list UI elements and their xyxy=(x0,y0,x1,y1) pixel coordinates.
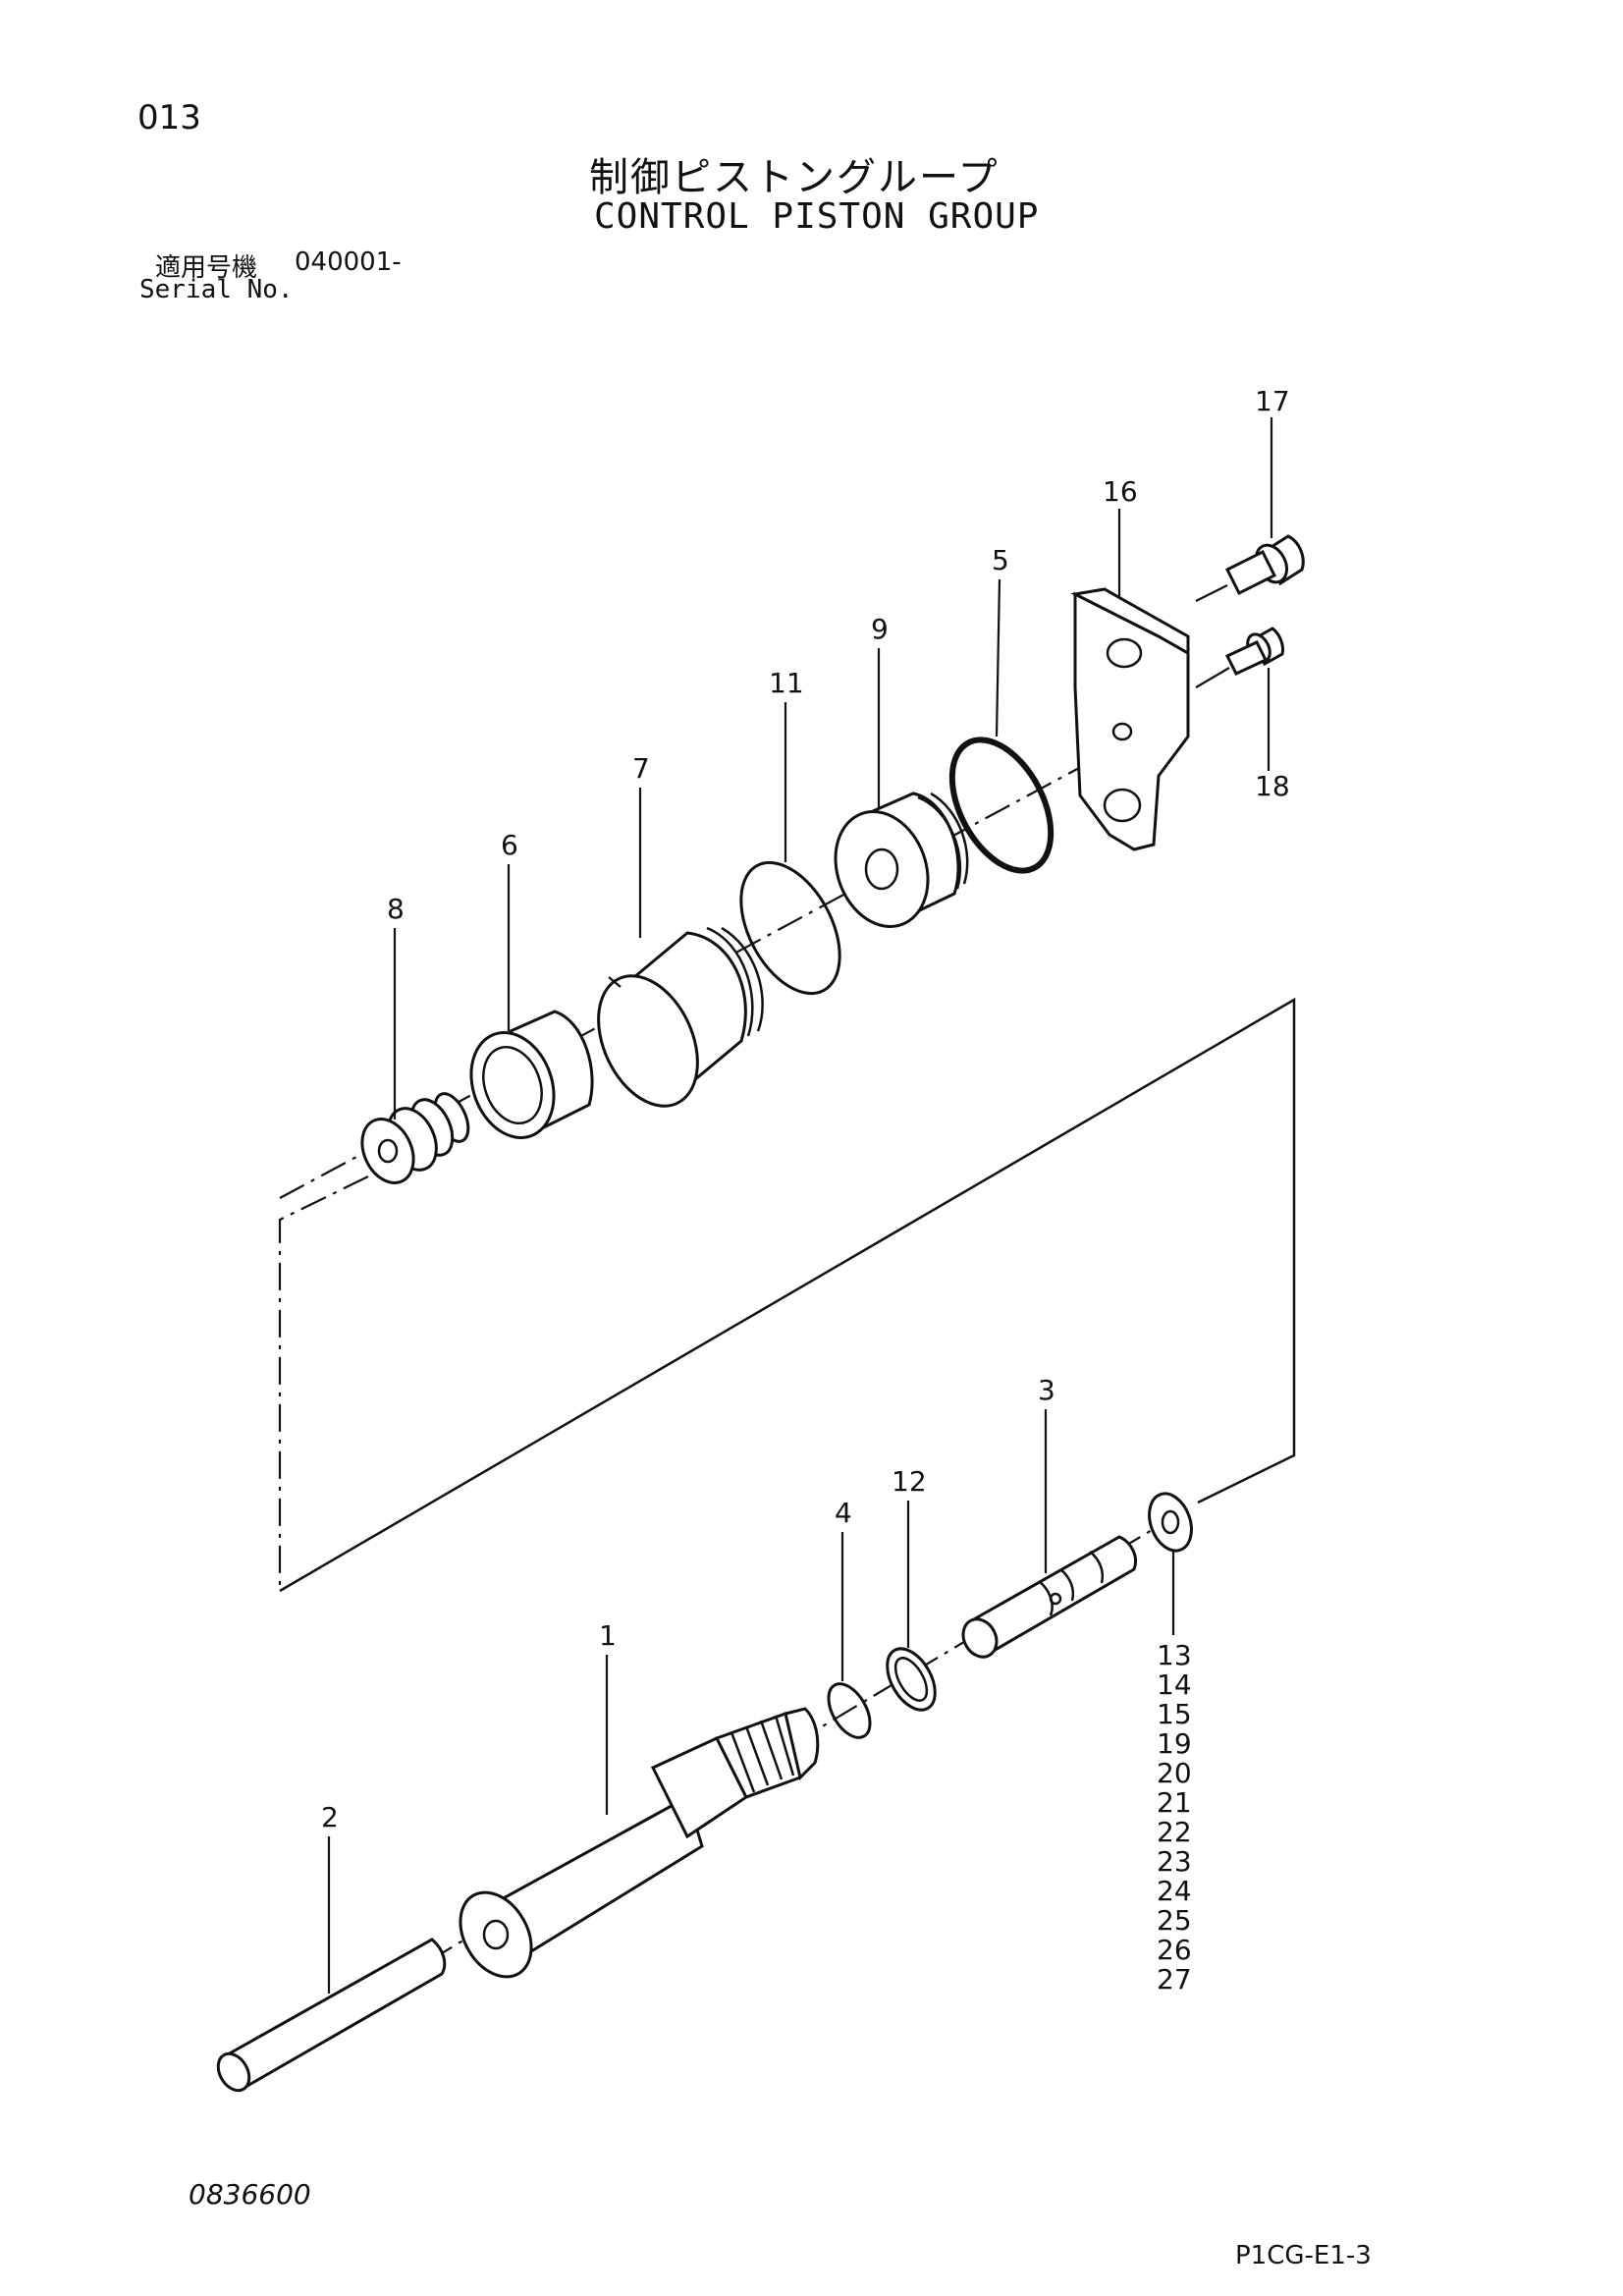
page-number: 013 xyxy=(137,98,201,137)
label-part-21: 21 xyxy=(1157,1786,1192,1819)
part-6-bushing xyxy=(469,1010,594,1139)
part-11-o-ring xyxy=(739,860,841,996)
label-part-19: 19 xyxy=(1157,1727,1192,1760)
serial-value: 040001- xyxy=(295,247,402,277)
part-12-washer xyxy=(886,1647,937,1712)
label-part-22: 22 xyxy=(1157,1816,1192,1848)
label-part-14: 14 xyxy=(1157,1668,1192,1701)
part-12-washer-inner xyxy=(893,1657,929,1702)
sheet-code: P1CG-E1-3 xyxy=(1235,2241,1372,2270)
part-16-bracket-plate xyxy=(1070,587,1190,851)
label-part-15: 15 xyxy=(1157,1698,1192,1730)
label-part-26: 26 xyxy=(1157,1934,1192,1966)
connector-bracket-frame xyxy=(279,997,1296,1593)
label-part-1: 1 xyxy=(599,1619,617,1652)
serial-label-japanese: 適用号機 xyxy=(155,253,258,283)
part-13-washer xyxy=(1148,1492,1193,1553)
label-part-6: 6 xyxy=(501,829,518,861)
part-3-shaft xyxy=(961,1535,1137,1659)
label-part-24: 24 xyxy=(1157,1875,1192,1907)
label-part-16: 16 xyxy=(1103,475,1138,508)
label-part-27: 27 xyxy=(1157,1963,1192,1995)
label-part-20: 20 xyxy=(1157,1757,1192,1789)
part-5-o-ring xyxy=(948,737,1055,874)
part-9-piston-cap xyxy=(834,792,969,928)
label-part-17: 17 xyxy=(1255,385,1290,417)
part-1-housing xyxy=(459,1707,820,1979)
label-part-18: 18 xyxy=(1255,770,1290,802)
part-17-bolt xyxy=(1195,534,1305,602)
part-2-pin xyxy=(216,1938,447,2093)
label-part-23: 23 xyxy=(1157,1845,1192,1878)
label-part-7: 7 xyxy=(632,752,650,785)
connector-bracket-left xyxy=(278,1175,369,1591)
label-part-12: 12 xyxy=(892,1465,927,1498)
leader-5 xyxy=(995,578,1001,738)
label-part-8: 8 xyxy=(387,893,405,925)
label-part-25: 25 xyxy=(1157,1904,1192,1937)
part-13-washer-hole xyxy=(1161,1509,1180,1535)
label-part-3: 3 xyxy=(1038,1374,1055,1406)
part-4-o-ring xyxy=(827,1682,872,1739)
title-japanese: 制御ピストングループ xyxy=(589,155,1000,200)
label-part-2: 2 xyxy=(321,1801,339,1833)
label-part-13: 13 xyxy=(1157,1639,1192,1671)
label-part-11: 11 xyxy=(769,667,804,699)
part-8-spring xyxy=(360,1092,470,1184)
serial-label-english: Serial No. xyxy=(139,275,294,304)
label-part-9: 9 xyxy=(871,613,889,645)
label-part-5: 5 xyxy=(992,544,1009,576)
part-7-sleeve xyxy=(597,926,764,1108)
drawing-code: 0836600 xyxy=(189,2178,311,2211)
label-part-4: 4 xyxy=(835,1497,852,1529)
label-group-13: 13 14 15 19 20 21 22 23 24 25 26 27 xyxy=(1157,1639,1192,1995)
part-18-bolt xyxy=(1195,627,1284,688)
title-english: CONTROL PISTON GROUP xyxy=(594,196,1040,237)
